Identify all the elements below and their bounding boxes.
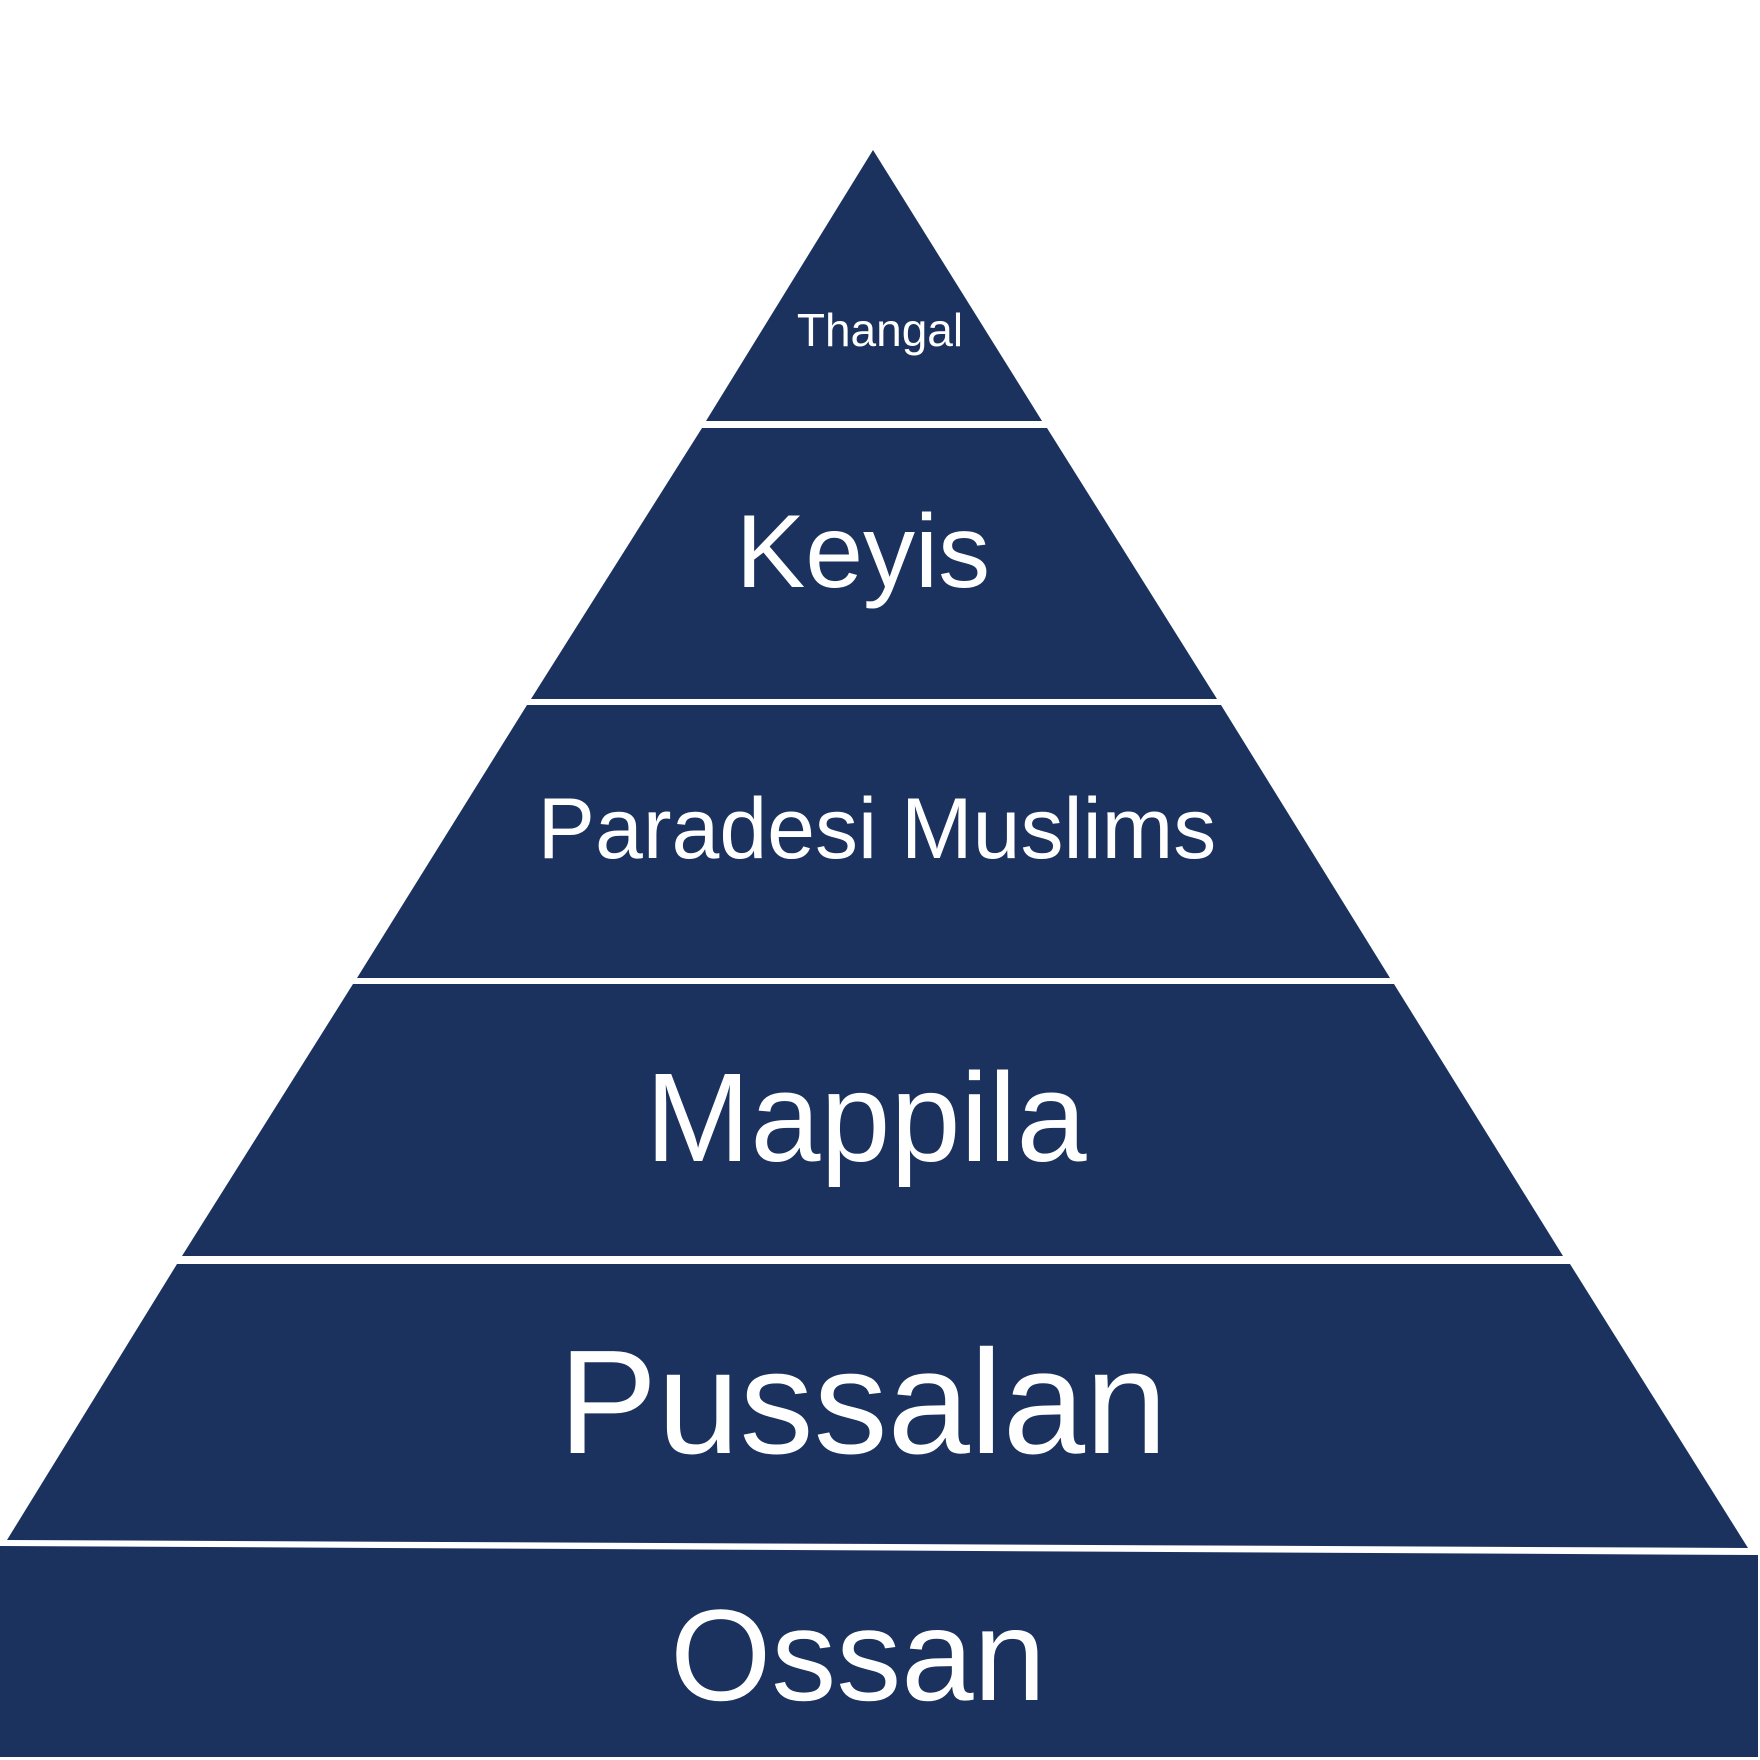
tier-label-thangal: Thangal: [796, 304, 964, 356]
tier-label-ossan: Ossan: [670, 1582, 1046, 1728]
pyramid-tier-keyis: [531, 428, 1217, 699]
pyramid-tier-mappila: [182, 984, 1563, 1256]
tier-label-pussalan: Pussalan: [558, 1320, 1168, 1485]
pyramid-tier-pussalan: [7, 1264, 1748, 1548]
tier-label-keyis: Keyis: [735, 494, 991, 610]
tier-label-mappila: Mappila: [645, 1047, 1087, 1188]
tier-label-paradesi-muslims: Paradesi Muslims: [537, 781, 1217, 877]
pyramid-base-ossan: [0, 1546, 1758, 1757]
pyramid-tier-thangal: [706, 150, 1042, 421]
pyramid-tier-paradesi-muslims: [357, 705, 1390, 978]
